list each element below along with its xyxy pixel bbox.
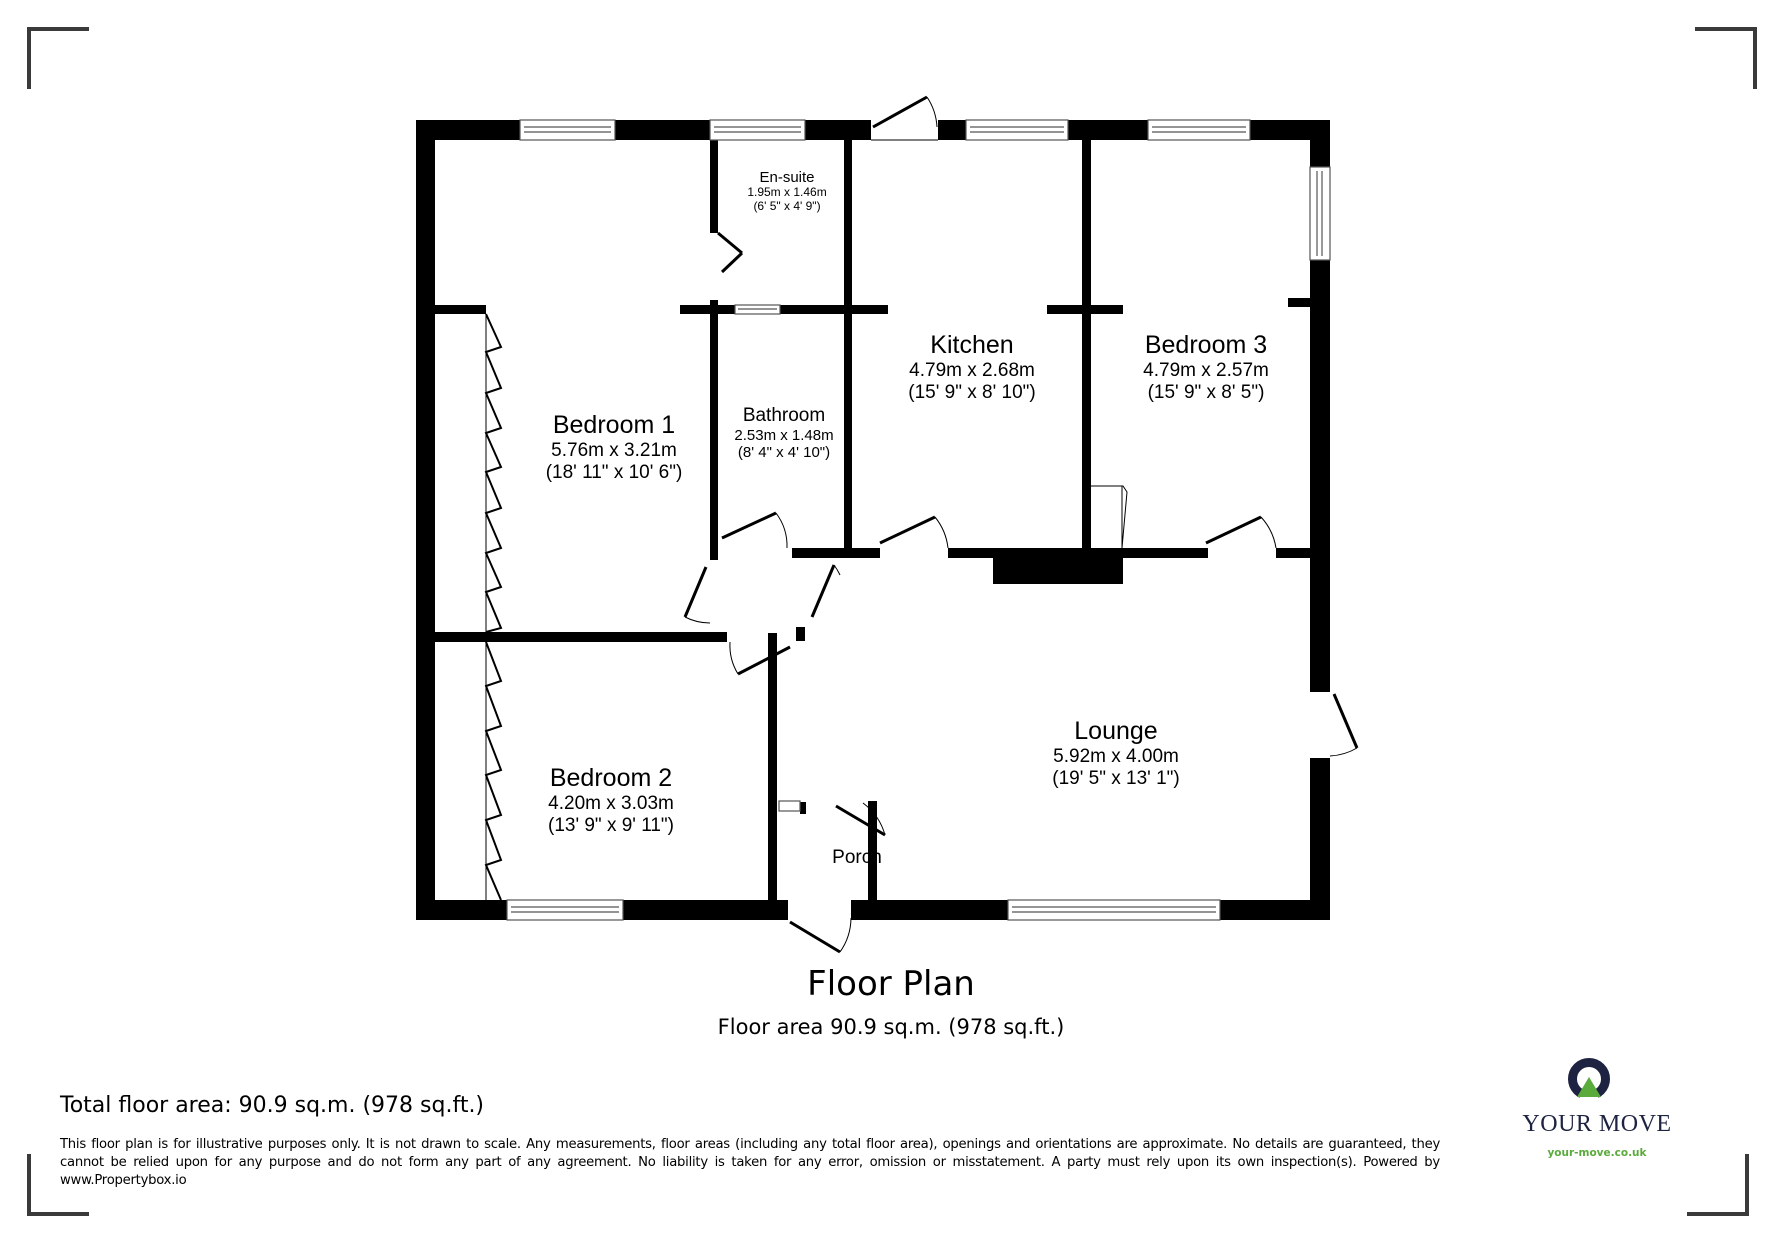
crop-mark-top-right: [1695, 27, 1757, 89]
room-label-en-suite: En-suite 1.95m x 1.46m (6' 5" x 4' 9"): [747, 169, 826, 214]
logo-url-link[interactable]: your-move.co.uk: [1547, 1147, 1647, 1159]
room-name: Kitchen: [930, 331, 1014, 359]
room-label-bathroom: Bathroom 2.53m x 1.48m (8' 4" x 4' 10"): [734, 405, 833, 461]
room-imperial: (18' 11" x 10' 6"): [545, 461, 683, 483]
crop-mark-top-left: [27, 27, 89, 89]
room-name: Bedroom 1: [552, 411, 676, 439]
your-move-logo: YOUR MOVE your-move.co.uk: [1512, 1055, 1682, 1165]
room-name: Porch: [832, 847, 882, 868]
wardrobe-doors: [484, 313, 503, 901]
room-label-bedroom-2: Bedroom 2 4.20m x 3.03m (13' 9" x 9' 11"…: [548, 764, 674, 836]
room-imperial: (13' 9" x 9' 11"): [547, 814, 675, 836]
logo-triangle-icon: [1577, 1077, 1601, 1097]
room-label-porch: Porch: [832, 847, 882, 869]
room-name: Bedroom 2: [549, 764, 673, 792]
room-imperial: (15' 9" x 8' 10"): [908, 381, 1036, 403]
room-imperial: (19' 5" x 13' 1"): [1052, 767, 1180, 789]
windows: [506, 119, 1331, 921]
room-name: Bathroom: [742, 405, 826, 426]
disclaimer-text: This floor plan is for illustrative purp…: [60, 1137, 1440, 1188]
room-imperial: (8' 4" x 4' 10"): [737, 444, 831, 462]
room-imperial: (6' 5" x 4' 9"): [753, 199, 821, 214]
plan-floor-area: Floor area 90.9 sq.m. (978 sq.ft.): [717, 1015, 1065, 1039]
room-metric: 4.79m x 2.57m: [1143, 359, 1269, 381]
room-label-lounge: Lounge 5.92m x 4.00m (19' 5" x 13' 1"): [1052, 717, 1179, 789]
room-metric: 2.53m x 1.48m: [734, 426, 834, 444]
total-floor-area: Total floor area: 90.9 sq.m. (978 sq.ft.…: [60, 1093, 485, 1118]
room-metric: 4.20m x 3.03m: [548, 792, 674, 814]
walls: [416, 120, 1330, 920]
plan-title: Floor Plan: [807, 964, 975, 1004]
room-metric: 1.95m x 1.46m: [747, 185, 827, 200]
room-name: En-suite: [759, 169, 815, 186]
crop-mark-bottom-left: [27, 1154, 89, 1216]
logo-brand-text: YOUR MOVE: [1522, 1111, 1672, 1137]
crop-mark-bottom-right: [1687, 1154, 1749, 1216]
room-label-kitchen: Kitchen 4.79m x 2.68m (15' 9" x 8' 10"): [908, 331, 1035, 403]
room-imperial: (15' 9" x 8' 5"): [1147, 381, 1265, 403]
room-metric: 4.79m x 2.68m: [909, 359, 1035, 381]
room-label-bedroom-3: Bedroom 3 4.79m x 2.57m (15' 9" x 8' 5"): [1143, 331, 1269, 403]
room-metric: 5.76m x 3.21m: [551, 439, 677, 461]
room-label-bedroom-1: Bedroom 1 5.76m x 3.21m (18' 11" x 10' 6…: [546, 411, 683, 483]
door-swings: [684, 96, 1358, 953]
doors: [683, 95, 1359, 954]
room-name: Lounge: [1074, 717, 1158, 745]
room-name: Bedroom 3: [1144, 331, 1268, 359]
room-metric: 5.92m x 4.00m: [1053, 745, 1179, 767]
